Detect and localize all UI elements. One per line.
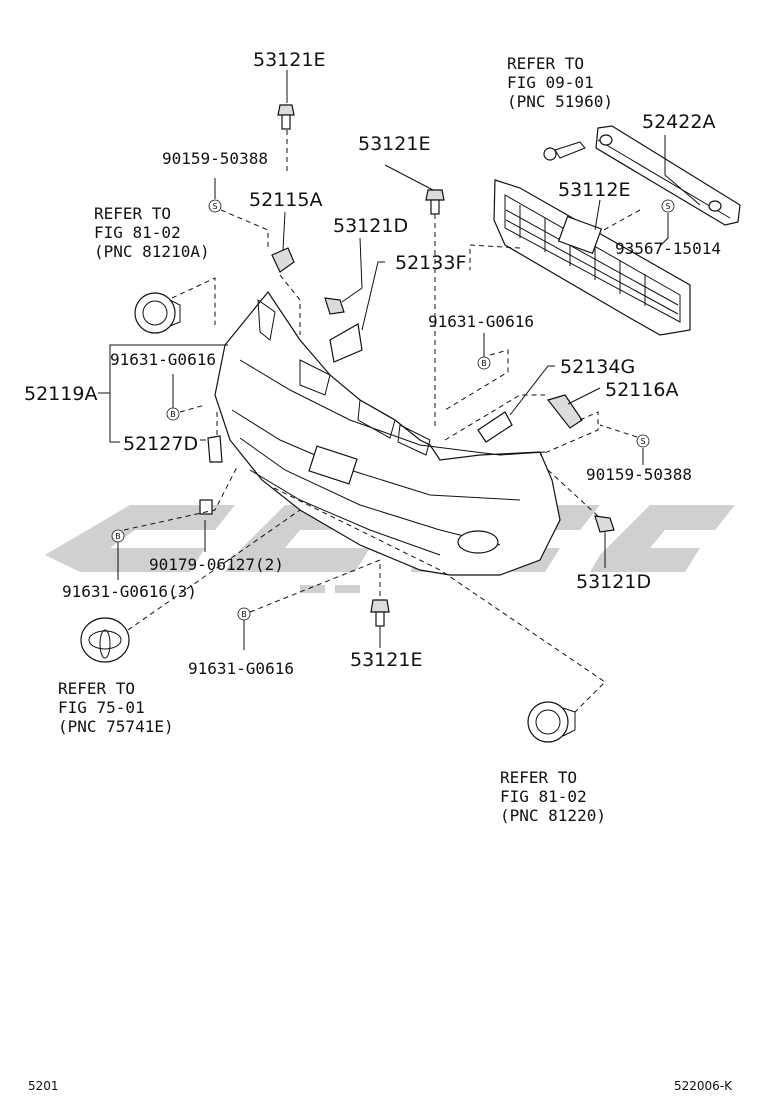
svg-text:B: B (115, 532, 121, 541)
part-labels: 53121E 90159-50388 52115A 53121E 53121D … (24, 49, 721, 678)
label-90179-06127: 90179-06127(2) (149, 555, 284, 574)
clip-53121E-mid (425, 189, 445, 215)
energy-absorber (595, 125, 741, 226)
label-53121E-bottom: 53121E (350, 649, 422, 671)
radiator-grille (493, 179, 691, 336)
bolt-symbol-bottom: B (237, 607, 251, 621)
label-91631-G0616-bottom: 91631-G0616 (188, 659, 294, 678)
label-91631-G0616-center: 91631-G0616 (428, 312, 534, 331)
fog-lamp-left (134, 292, 181, 334)
retainer-52116A (546, 394, 583, 429)
leader-lines (98, 70, 701, 650)
fog-lamp-right (527, 701, 576, 743)
svg-text:REFER TO: REFER TO (94, 204, 171, 223)
svg-text:B: B (170, 410, 176, 419)
clip-53121D-right (594, 515, 615, 533)
label-91631-G0616-3: 91631-G0616(3) (62, 582, 197, 601)
svg-text:(PNC 81210A): (PNC 81210A) (94, 242, 210, 261)
seal-52127D (207, 435, 223, 463)
label-90159-50388-right: 90159-50388 (586, 465, 692, 484)
clip-53121D-left (324, 297, 345, 315)
screw-symbol-93567: S (661, 199, 675, 213)
svg-text:B: B (481, 359, 487, 368)
emblem (80, 617, 130, 663)
bracket-52134G (477, 411, 513, 443)
label-53121E-top: 53121E (253, 49, 325, 71)
svg-text:(PNC 51960): (PNC 51960) (507, 92, 613, 111)
install-lines (123, 130, 641, 713)
svg-text:(PNC 81220): (PNC 81220) (500, 806, 606, 825)
svg-text:REFER TO: REFER TO (58, 679, 135, 698)
svg-text:FIG 81-02: FIG 81-02 (500, 787, 587, 806)
label-52133F: 52133F (395, 252, 466, 274)
svg-text:REFER TO: REFER TO (500, 768, 577, 787)
bolt-symbol-center: B (477, 356, 491, 370)
hook-reinforcement (543, 141, 586, 161)
svg-text:B: B (241, 610, 247, 619)
svg-text:(PNC 75741E): (PNC 75741E) (58, 717, 174, 736)
label-53121D-right: 53121D (576, 571, 651, 593)
clip-53121E-top (277, 104, 295, 130)
label-53121E-mid: 53121E (358, 133, 430, 155)
svg-text:FIG 75-01: FIG 75-01 (58, 698, 145, 717)
svg-text:FIG 81-02: FIG 81-02 (94, 223, 181, 242)
screw-symbol-right: S (636, 434, 650, 448)
clip-53121E-bottom (370, 599, 390, 627)
footer-figure-code: 522006-K (674, 1079, 733, 1093)
label-52119A: 52119A (24, 383, 97, 405)
bracket-53112E (557, 215, 603, 255)
bracket-52133F (329, 323, 363, 363)
label-52116A: 52116A (605, 379, 678, 401)
ref-note-fog-left: REFER TO FIG 81-02 (PNC 81210A) (94, 204, 210, 261)
bumper-cover (214, 290, 561, 576)
svg-text:S: S (640, 437, 645, 446)
label-93567-15014: 93567-15014 (615, 239, 721, 258)
svg-text:S: S (212, 202, 217, 211)
screw-symbol-left: S (208, 199, 222, 213)
label-52127D: 52127D (123, 433, 198, 455)
ref-note-emblem: REFER TO FIG 75-01 (PNC 75741E) (58, 679, 174, 736)
bolt-symbol-lower: B (111, 529, 125, 543)
label-90159-50388-left: 90159-50388 (162, 149, 268, 168)
nut-90179 (199, 499, 213, 515)
bolt-symbol-left: B (166, 407, 180, 421)
svg-text:REFER TO: REFER TO (507, 54, 584, 73)
svg-text:FIG 09-01: FIG 09-01 (507, 73, 594, 92)
svg-text:S: S (665, 202, 670, 211)
label-53121D-left: 53121D (333, 215, 408, 237)
label-52115A: 52115A (249, 189, 322, 211)
label-91631-G0616-left: 91631-G0616 (110, 350, 216, 369)
ref-note-fog-right: REFER TO FIG 81-02 (PNC 81220) (500, 768, 606, 825)
label-52134G: 52134G (560, 356, 635, 378)
label-52422A: 52422A (642, 111, 715, 133)
label-53112E: 53112E (558, 179, 630, 201)
ref-note-reinforcement: REFER TO FIG 09-01 (PNC 51960) (507, 54, 613, 111)
footer-page-code: 5201 (28, 1079, 59, 1093)
retainer-52115A (271, 247, 295, 273)
